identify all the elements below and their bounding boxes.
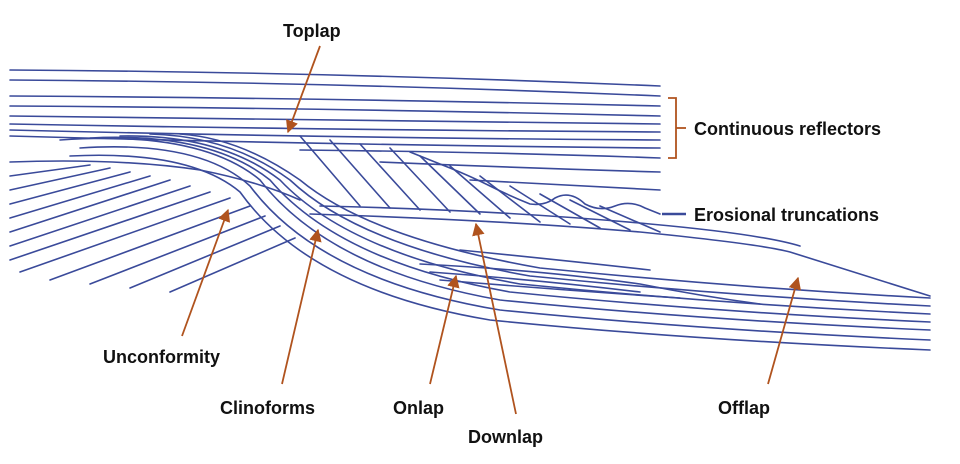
unconformity-arrow: [181, 208, 231, 337]
clinoforms-label: Clinoforms: [220, 398, 315, 418]
erosional-surface: [409, 151, 661, 215]
onlap-arrow: [429, 274, 460, 385]
downlap-arrow: [472, 222, 517, 415]
continuous-reflector-layers: [9, 69, 661, 191]
erosional-truncations-label: Erosional truncations: [694, 205, 879, 225]
offlap-arrow: [767, 276, 801, 385]
unconformity-label: Unconformity: [103, 347, 220, 367]
onlap-label: Onlap: [393, 398, 444, 418]
offlap-label: Offlap: [718, 398, 770, 418]
clinoforms-arrow: [281, 228, 322, 385]
clinoform-layers: [59, 133, 931, 351]
downlap-label: Downlap: [468, 427, 543, 447]
toplap-arrow: [286, 45, 321, 134]
continuous-reflectors-label: Continuous reflectors: [694, 119, 881, 139]
continuous-reflectors-bracket: [668, 97, 686, 159]
toplap-label: Toplap: [283, 21, 341, 41]
downlap-oblique-strata: [299, 135, 661, 233]
unconformity-basement-strata: [9, 160, 301, 293]
prograding-wedge-layers: [309, 205, 931, 305]
